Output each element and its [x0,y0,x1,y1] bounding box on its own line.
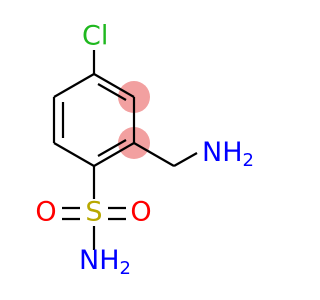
atom-sulfur-label: S [85,197,102,228]
ring-bond-6 [53,73,95,98]
ring-double-bond-inner-1 [97,83,127,101]
amine-subscript: 2 [243,150,254,171]
ring-bond-1 [93,73,135,98]
amide-subscript: 2 [120,258,131,279]
molecule-canvas: Cl NH2 S O O NH2 [35,21,254,280]
ring-bond-4 [53,142,95,167]
atom-amine-nitrogen-label: NH2 [202,137,254,172]
atom-amide-nitrogen-label: NH2 [79,245,131,280]
molecule-structure: Cl NH2 S O O NH2 [35,21,254,280]
bond-ch2-n [173,152,198,167]
amine-nh-text: NH [202,137,243,168]
ring-bond-3 [93,142,135,167]
bond-ring-ch2 [133,142,175,167]
atom-chlorine-label: Cl [82,21,108,52]
atom-oxygen-right-label: O [130,197,151,228]
atom-oxygen-left-label: O [35,197,56,228]
amide-nh-text: NH [79,245,120,276]
ring-double-bond-inner-2 [97,139,127,157]
